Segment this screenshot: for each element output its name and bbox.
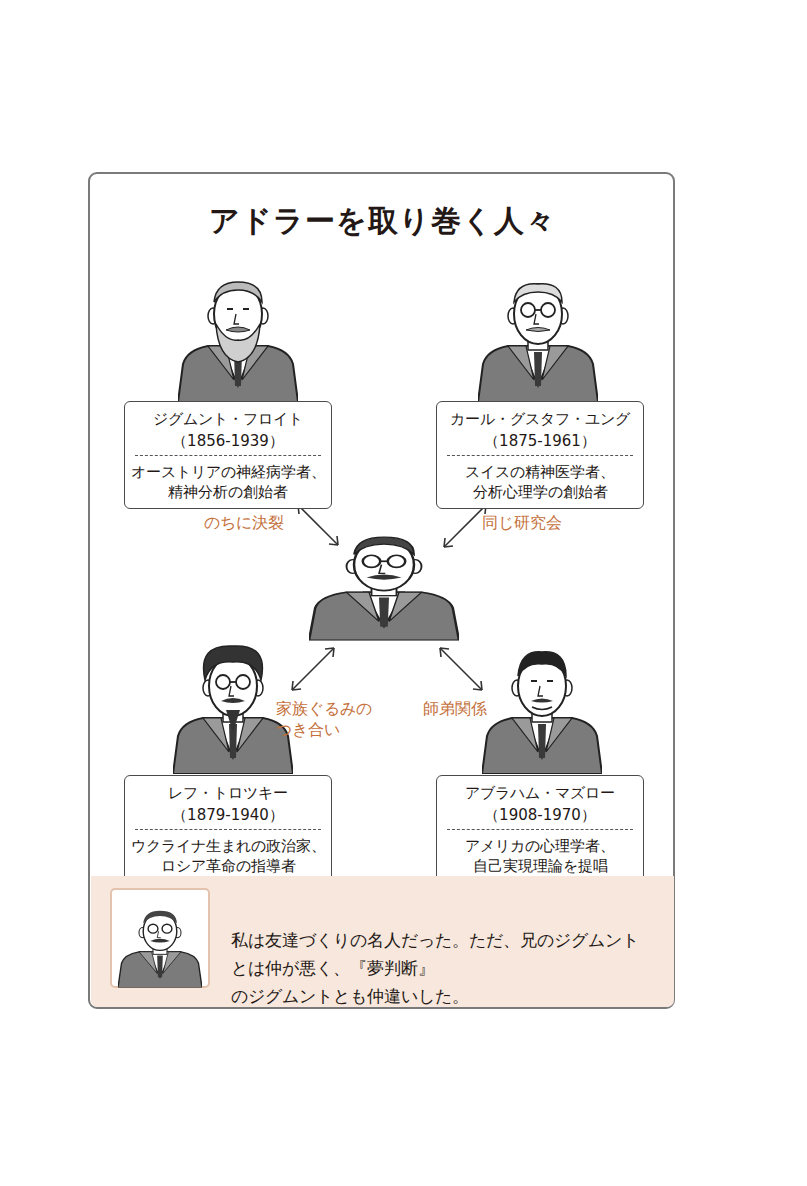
dashed-divider — [447, 455, 633, 456]
adler-portrait — [309, 537, 459, 640]
relation-label: 師弟関係 — [423, 699, 487, 720]
person-description: オーストリアの神経病学者、 精神分析の創始者 — [129, 462, 327, 502]
person-description: スイスの精神医学者、 分析心理学の創始者 — [441, 462, 639, 502]
life-dates: （1908-1970） — [441, 804, 639, 826]
speech-band: 私は友達づくりの名人だった。ただ、兄のジグムント とは仲が悪く、『夢判断』のジグ… — [91, 876, 674, 1007]
relation-arrows — [292, 505, 486, 690]
maslow-portrait — [482, 652, 602, 774]
adler-thumbnail — [110, 888, 210, 988]
dashed-divider — [135, 829, 321, 830]
person-box: アブラハム・マズロー（1908-1970） アメリカの心理学者、 自己実現理論を提… — [436, 775, 644, 883]
person-name: カール・グスタフ・ユング — [441, 408, 639, 430]
person-box: レフ・トロツキー（1879-1940） ウクライナ生まれの政治家、 ロシア革命の指… — [124, 775, 332, 883]
person-name: アブラハム・マズロー — [441, 782, 639, 804]
relation-label: のちに決裂 — [204, 513, 284, 534]
relation-label: 同じ研究会 — [482, 513, 562, 534]
person-name: レフ・トロツキー — [129, 782, 327, 804]
diagram-title: アドラーを取り巻く人々 — [88, 201, 676, 241]
life-dates: （1856-1939） — [129, 430, 327, 452]
life-dates: （1875-1961） — [441, 430, 639, 452]
person-box: ジグムント・フロイト（1856-1939） オーストリアの神経病学者、 精神分析の… — [124, 401, 332, 509]
life-dates: （1879-1940） — [129, 804, 327, 826]
person-name: ジグムント・フロイト — [129, 408, 327, 430]
speech-text: 私は友達づくりの名人だった。ただ、兄のジグムント とは仲が悪く、『夢判断』のジグ… — [231, 926, 663, 1010]
jung-portrait — [478, 284, 598, 402]
relation-label: 家族ぐるみの つき合い — [276, 699, 384, 741]
trotsky-portrait — [173, 646, 293, 774]
person-description: ウクライナ生まれの政治家、 ロシア革命の指導者 — [129, 836, 327, 876]
person-description: アメリカの心理学者、 自己実現理論を提唱 — [441, 836, 639, 876]
dashed-divider — [447, 829, 633, 830]
person-box: カール・グスタフ・ユング（1875-1961） スイスの精神医学者、 分析心理学の… — [436, 401, 644, 509]
dashed-divider — [135, 455, 321, 456]
freud-portrait — [178, 282, 298, 402]
